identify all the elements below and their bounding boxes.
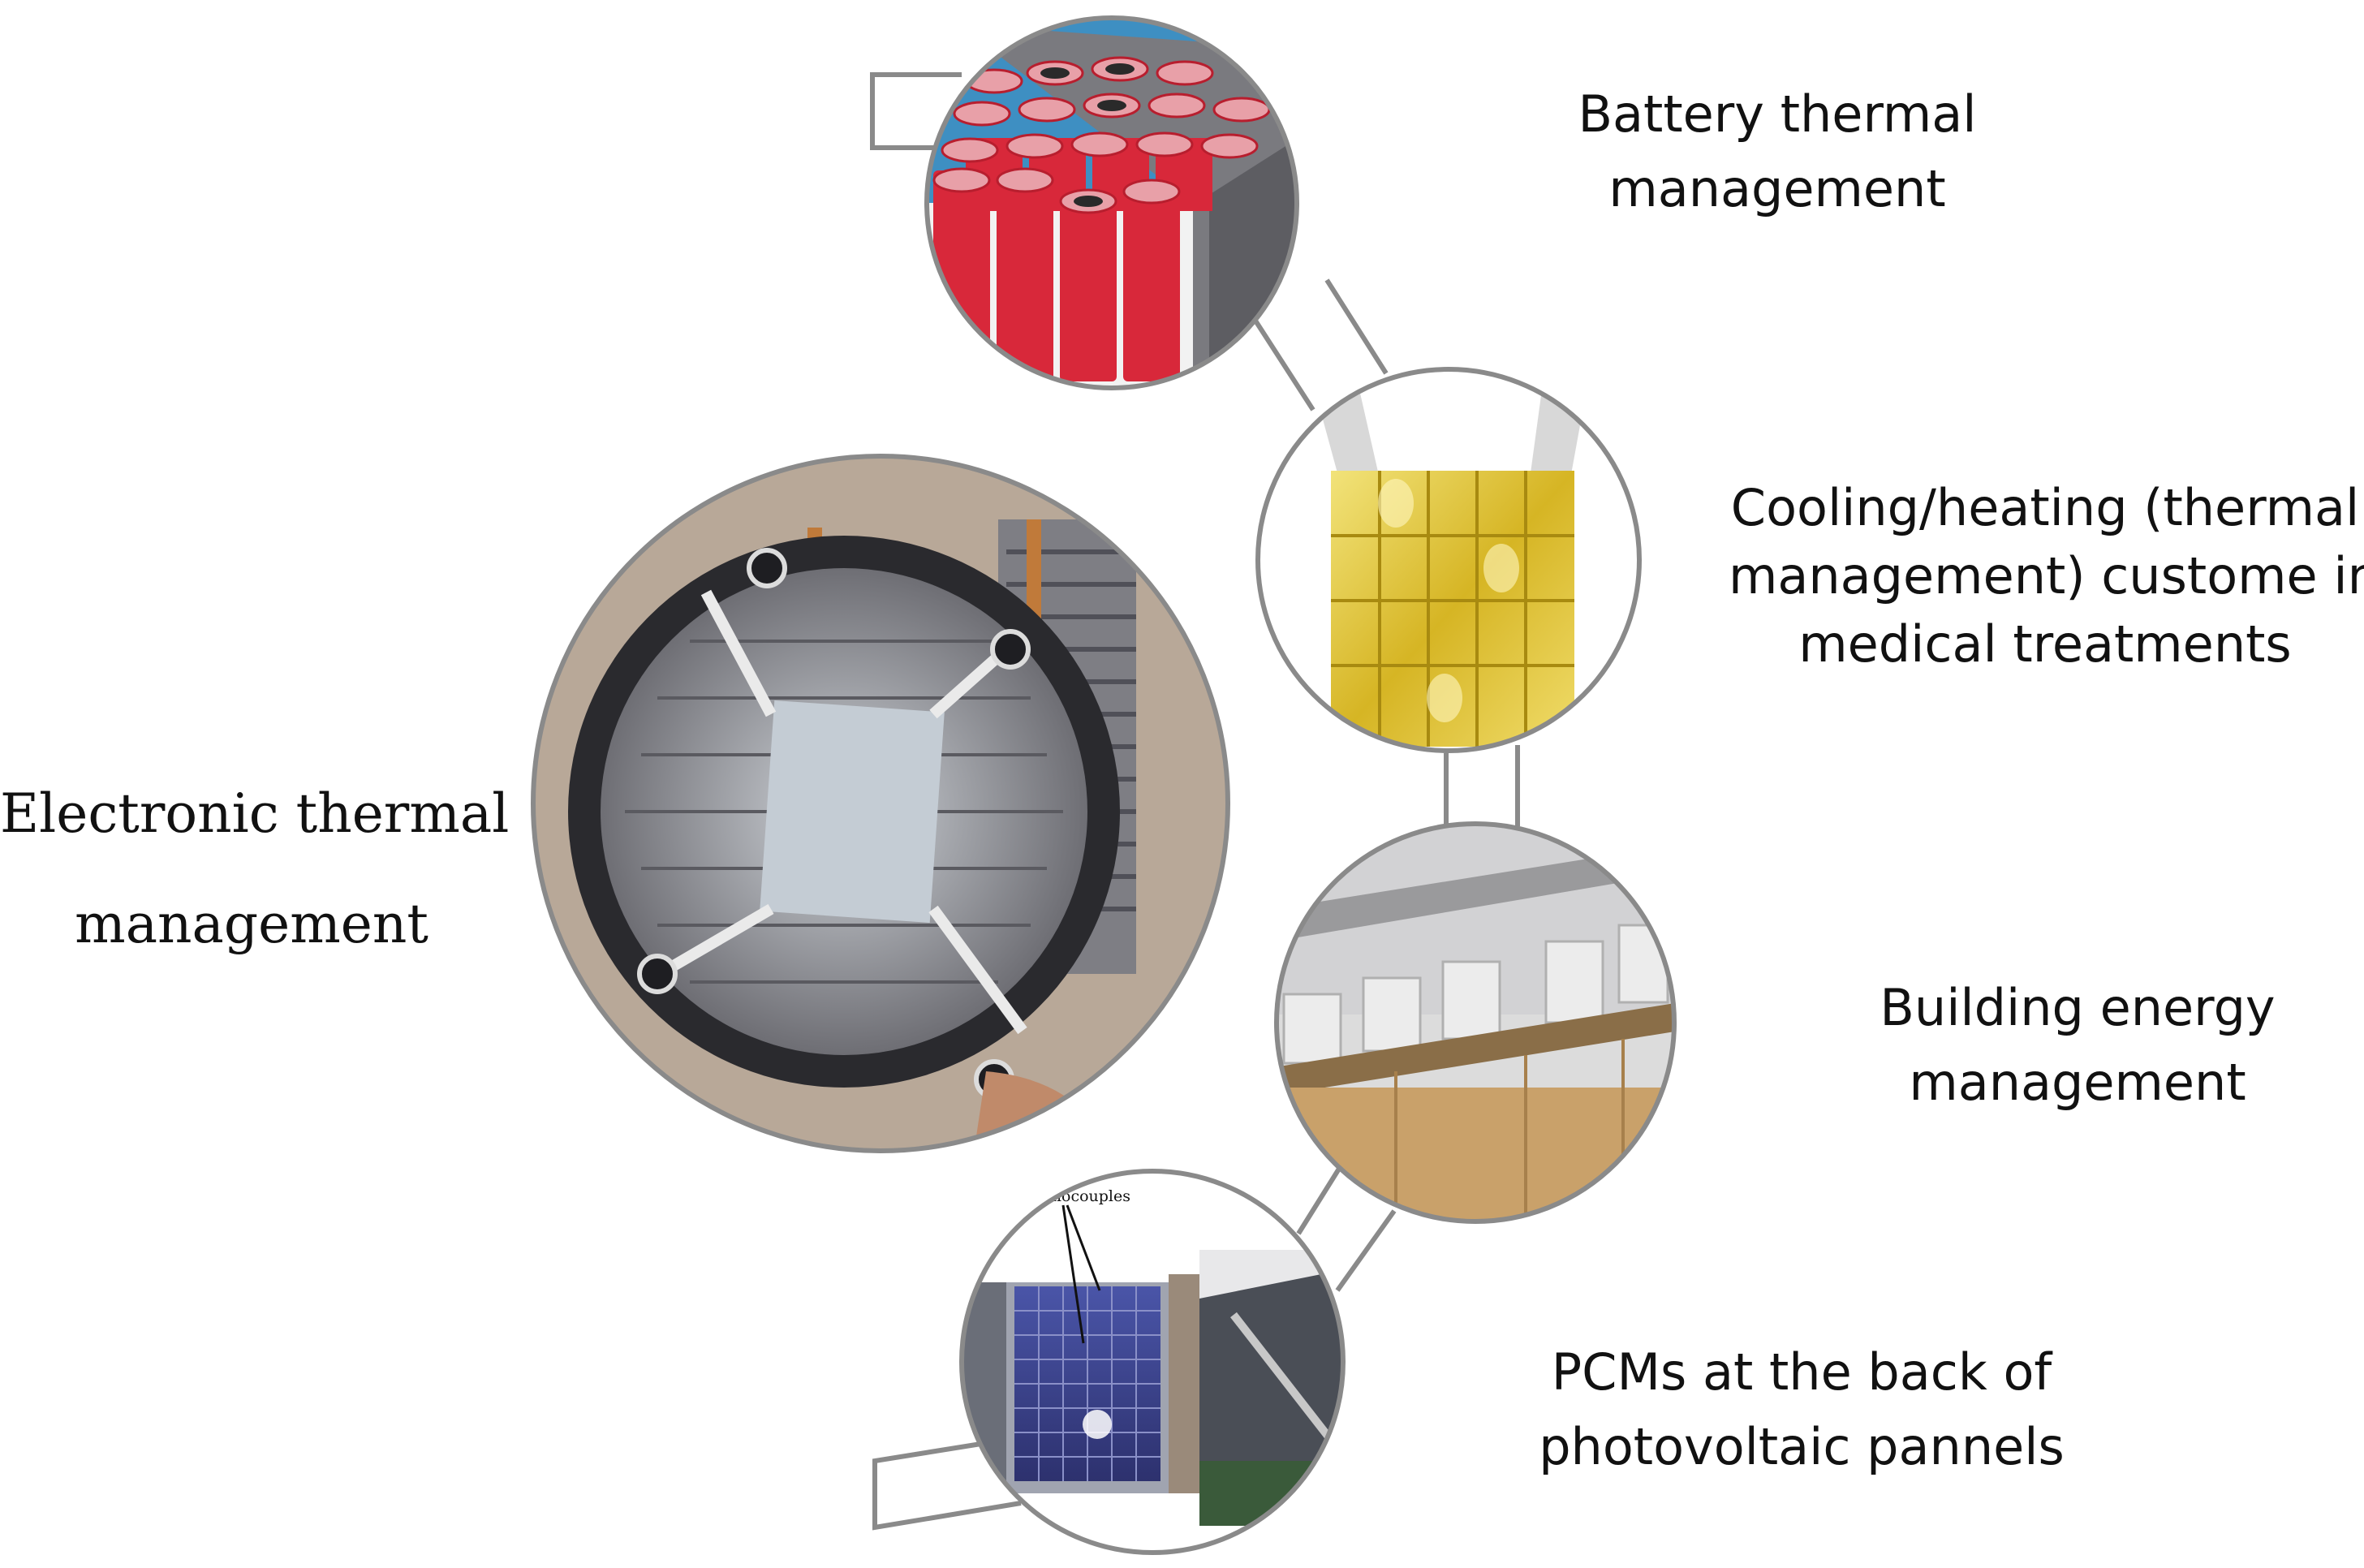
label-battery-line-1: Battery thermal bbox=[1578, 84, 1977, 144]
label-electronic: Electronic thermal management bbox=[0, 759, 510, 980]
label-electronic-line-2: management bbox=[75, 893, 428, 955]
label-building: Building energy management bbox=[1867, 971, 2289, 1120]
heatsink-icon bbox=[533, 456, 1228, 1151]
chain-connectors bbox=[870, 72, 1520, 1531]
solar-panel-icon: mocouples bbox=[962, 1187, 1343, 1526]
label-pv-line-1: PCMs at the back of bbox=[1551, 1342, 2052, 1402]
label-medical: Cooling/heating (thermal management) cus… bbox=[1729, 474, 2364, 678]
label-medical-line-3: medical treatments bbox=[1798, 614, 2292, 674]
connector-top-tab bbox=[870, 72, 966, 150]
thermocouple-arrows bbox=[1061, 1204, 1101, 1344]
label-battery-line-2: management bbox=[1608, 159, 1946, 218]
label-pv-line-2: photovoltaic pannels bbox=[1539, 1417, 2065, 1476]
connector-building-pv-b bbox=[1335, 1209, 1397, 1292]
label-medical-line-2: management) custome in bbox=[1729, 546, 2364, 605]
label-battery: Battery thermal management bbox=[1566, 77, 1988, 226]
connector-bottom-tab bbox=[872, 1441, 1022, 1531]
label-building-line-1: Building energy bbox=[1880, 978, 2276, 1037]
battery-photo bbox=[924, 15, 1299, 390]
connector-battery-medical-b bbox=[1324, 278, 1389, 375]
label-building-line-2: management bbox=[1909, 1053, 2246, 1112]
electronic-photo bbox=[531, 454, 1230, 1153]
pv-photo: mocouples bbox=[959, 1169, 1346, 1555]
label-electronic-line-1: Electronic thermal bbox=[0, 782, 510, 845]
medical-photo bbox=[1255, 367, 1642, 753]
label-medical-line-1: Cooling/heating (thermal bbox=[1730, 478, 2360, 537]
connector-battery-medical-a bbox=[1251, 317, 1315, 411]
label-pv: PCMs at the back of photovoltaic pannels bbox=[1538, 1335, 2065, 1484]
connector-building-pv-a bbox=[1296, 1167, 1341, 1235]
